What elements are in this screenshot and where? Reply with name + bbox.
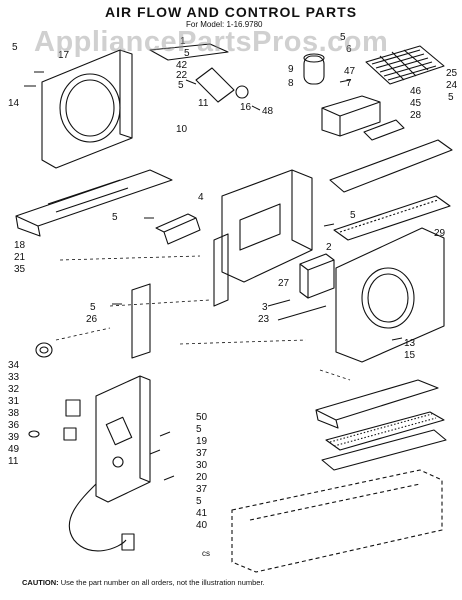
callout-30: 30 (196, 460, 208, 471)
callout-35: 35 (14, 264, 26, 275)
callout-33: 33 (8, 372, 20, 383)
callout-5: 5 (350, 210, 356, 221)
callout-3: 3 (262, 302, 268, 313)
side-bracket (131, 283, 151, 359)
callout-41: 41 (196, 508, 208, 519)
callout-16: 16 (240, 102, 252, 113)
callout-11: 11 (8, 456, 19, 467)
callout-28: 28 (410, 110, 422, 121)
callout-5: 5 (178, 80, 184, 91)
control-panel (95, 375, 151, 503)
callout-48: 48 (262, 106, 274, 117)
callout-5: 5 (196, 496, 202, 507)
callout-5: 5 (90, 302, 96, 313)
callout-19: 19 (196, 436, 208, 447)
callout-18: 18 (14, 240, 26, 251)
callout-24: 24 (446, 80, 458, 91)
drain-tray (315, 379, 439, 429)
callout-34: 34 (8, 360, 20, 371)
callout-27: 27 (278, 278, 290, 289)
callout-13: 13 (404, 338, 416, 349)
callout-10: 10 (176, 124, 188, 135)
thermostat-bulb (267, 299, 327, 321)
screws (24, 71, 403, 481)
callout-31: 31 (8, 396, 20, 407)
callout-5: 5 (184, 48, 190, 59)
callout-4: 4 (198, 192, 204, 203)
blower-scroll (335, 227, 445, 363)
callout-45: 45 (410, 98, 422, 109)
callout-36: 36 (8, 420, 20, 431)
control-knob (35, 342, 53, 358)
capacitor (303, 53, 325, 85)
callout-49: 49 (8, 444, 20, 455)
callout-17: 17 (58, 50, 70, 61)
fan-shroud (41, 49, 133, 169)
page-code: cs (202, 549, 210, 558)
callout-1: 1 (180, 36, 186, 47)
callout-5: 5 (112, 212, 118, 223)
callout-7: 7 (346, 78, 352, 89)
callout-5: 5 (12, 42, 18, 53)
callout-29: 29 (434, 228, 446, 239)
callout-25: 25 (446, 68, 458, 79)
callout-21: 21 (14, 252, 26, 263)
base-insulation (321, 429, 447, 471)
callout-37: 37 (196, 448, 208, 459)
callout-11: 11 (198, 98, 209, 109)
callout-42: 42 (176, 60, 188, 71)
callout-38: 38 (8, 408, 20, 419)
base-pan-left (15, 169, 173, 237)
motor-bracket (149, 43, 249, 103)
callout-50: 50 (196, 412, 208, 423)
callout-40: 40 (196, 520, 208, 531)
caution-label: CAUTION: (22, 578, 59, 587)
relay-switch (299, 253, 335, 299)
callout-8: 8 (288, 78, 294, 89)
power-cord (68, 483, 135, 552)
callout-5: 5 (340, 32, 346, 43)
callout-22: 22 (176, 70, 188, 81)
callout-46: 46 (410, 86, 422, 97)
caution-note: CAUTION: Use the part number on all orde… (22, 578, 265, 587)
callout-5: 5 (448, 92, 454, 103)
callout-2: 2 (326, 242, 332, 253)
watermark: AppliancePartsPros.com (34, 26, 389, 58)
assembly-guides (55, 255, 351, 381)
air-deflector (329, 139, 453, 193)
mounting-bracket (155, 213, 201, 245)
page-title: AIR FLOW AND CONTROL PARTS (104, 4, 358, 20)
callout-37: 37 (196, 484, 208, 495)
air-grille (365, 45, 445, 85)
callout-9: 9 (288, 64, 294, 75)
filter-panel (333, 195, 451, 241)
callout-26: 26 (86, 314, 98, 325)
model-line: For Model: 1-16.9780 (186, 20, 263, 29)
callout-20: 20 (196, 472, 208, 483)
caution-text: Use the part number on all orders, not t… (60, 578, 265, 587)
callout-23: 23 (258, 314, 270, 325)
base-outline (231, 469, 443, 573)
callout-15: 15 (404, 350, 416, 361)
callout-47: 47 (344, 66, 356, 77)
callout-14: 14 (8, 98, 20, 109)
foam-seal (325, 411, 445, 451)
center-bulkhead (213, 169, 313, 307)
callout-32: 32 (8, 384, 20, 395)
terminal-block (28, 430, 40, 438)
selector-switch (63, 399, 81, 441)
control-switch-box (321, 95, 405, 141)
callout-5: 5 (196, 424, 202, 435)
callout-39: 39 (8, 432, 20, 443)
callout-6: 6 (346, 44, 352, 55)
